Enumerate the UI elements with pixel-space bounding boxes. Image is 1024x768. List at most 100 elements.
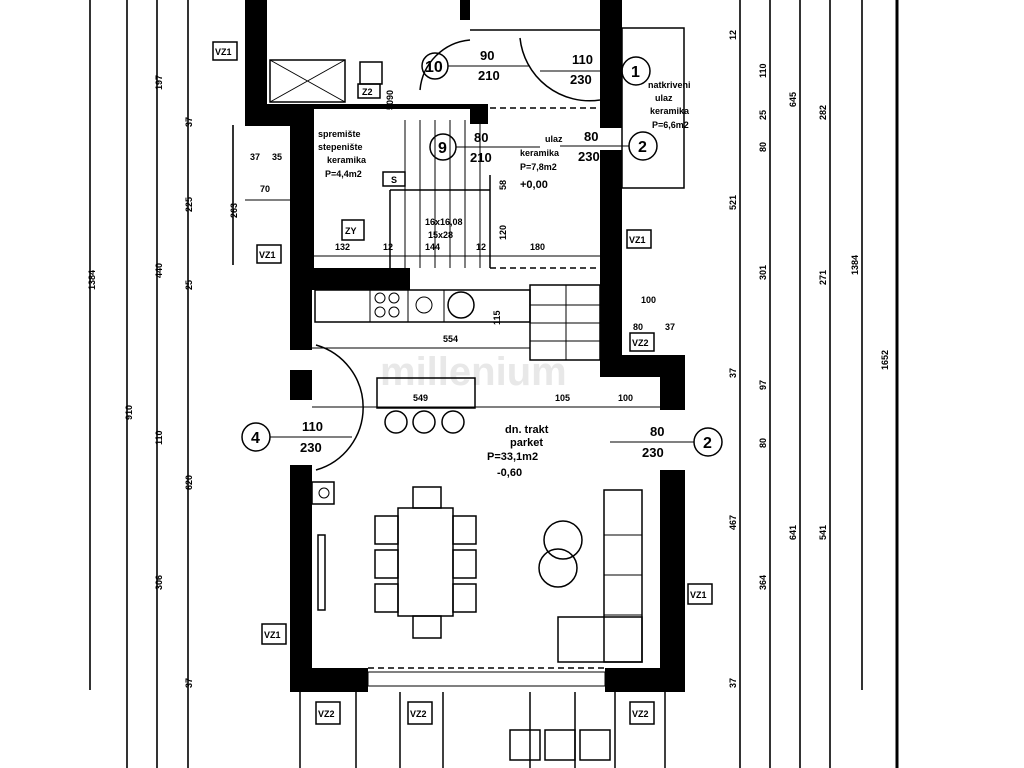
stair-steps-2: 15x28 xyxy=(428,230,453,240)
svg-text:VZ2: VZ2 xyxy=(410,709,427,719)
svg-text:4: 4 xyxy=(251,430,260,447)
svg-text:37: 37 xyxy=(665,322,675,332)
svg-text:80: 80 xyxy=(758,142,768,152)
svg-text:225: 225 xyxy=(184,197,194,212)
svg-text:P=7,8m2: P=7,8m2 xyxy=(520,162,557,172)
svg-text:180: 180 xyxy=(530,242,545,252)
svg-text:80: 80 xyxy=(584,129,598,144)
svg-text:549: 549 xyxy=(413,393,428,403)
svg-text:110: 110 xyxy=(302,419,323,434)
svg-text:P=6,6m2: P=6,6m2 xyxy=(652,120,689,130)
dimensions-right: 12 521 37 467 37 110 25 80 301 97 80 364… xyxy=(728,0,890,768)
svg-text:dn. trakt: dn. trakt xyxy=(505,424,549,436)
svg-text:50: 50 xyxy=(385,100,395,110)
svg-text:115: 115 xyxy=(492,310,502,325)
svg-text:100: 100 xyxy=(641,295,656,305)
svg-text:P=33,1m2: P=33,1m2 xyxy=(487,451,538,463)
svg-text:keramika: keramika xyxy=(327,155,367,165)
svg-text:2: 2 xyxy=(703,435,712,452)
svg-text:230: 230 xyxy=(578,149,600,164)
svg-text:spremište: spremište xyxy=(318,129,361,139)
svg-text:301: 301 xyxy=(758,265,768,280)
svg-text:25: 25 xyxy=(184,280,194,290)
svg-text:35: 35 xyxy=(272,152,282,162)
stair-steps-1: 16x16,08 xyxy=(425,217,463,227)
watermark: millenium xyxy=(380,350,567,394)
svg-text:132: 132 xyxy=(335,242,350,252)
svg-text:parket: parket xyxy=(510,437,543,449)
svg-text:364: 364 xyxy=(758,575,768,590)
svg-text:541: 541 xyxy=(818,525,828,540)
svg-text:9: 9 xyxy=(438,140,447,157)
room-label-entrance: ulaz keramika P=7,8m2 +0,00 xyxy=(520,134,563,191)
svg-text:620: 620 xyxy=(184,475,194,490)
marker-vz1: VZ1 VZ1 VZ1 VZ1 VZ1 xyxy=(212,41,713,645)
svg-text:+0,00: +0,00 xyxy=(520,179,548,191)
door-tag-4: 4 110 230 xyxy=(241,419,352,455)
svg-text:110: 110 xyxy=(758,63,768,78)
svg-text:70: 70 xyxy=(260,184,270,194)
walls xyxy=(245,0,685,692)
svg-text:S: S xyxy=(391,175,397,185)
svg-text:1384: 1384 xyxy=(850,255,860,275)
svg-text:197: 197 xyxy=(154,75,164,90)
marker-other: ZY Z2 S xyxy=(341,83,406,241)
svg-text:stepenište: stepenište xyxy=(318,142,363,152)
svg-text:ulaz: ulaz xyxy=(655,93,673,103)
svg-text:VZ1: VZ1 xyxy=(215,47,232,57)
svg-text:12: 12 xyxy=(383,242,393,252)
svg-text:210: 210 xyxy=(470,150,492,165)
svg-text:110: 110 xyxy=(154,430,164,445)
svg-text:90: 90 xyxy=(480,48,494,63)
svg-text:12: 12 xyxy=(476,242,486,252)
svg-text:80: 80 xyxy=(474,130,488,145)
svg-text:12: 12 xyxy=(728,30,738,40)
svg-text:VZ1: VZ1 xyxy=(690,590,707,600)
svg-text:306: 306 xyxy=(154,575,164,590)
svg-text:keramika: keramika xyxy=(650,106,690,116)
svg-text:90: 90 xyxy=(385,90,395,100)
svg-text:25: 25 xyxy=(758,110,768,120)
svg-text:230: 230 xyxy=(300,440,322,455)
svg-text:521: 521 xyxy=(728,195,738,210)
svg-text:natkriveni: natkriveni xyxy=(648,80,691,90)
svg-text:37: 37 xyxy=(728,368,738,378)
door-tag-2-upper: 2 80 230 xyxy=(560,129,658,164)
dimensions-inner: 37 35 70 132 12 144 12 120 180 58 90 50 … xyxy=(245,90,675,408)
svg-text:910: 910 xyxy=(124,405,134,420)
svg-text:1652: 1652 xyxy=(880,350,890,370)
svg-text:271: 271 xyxy=(818,270,828,285)
svg-text:230: 230 xyxy=(642,445,664,460)
svg-text:ulaz: ulaz xyxy=(545,134,563,144)
svg-text:VZ2: VZ2 xyxy=(632,709,649,719)
svg-text:1384: 1384 xyxy=(87,270,97,290)
svg-text:2: 2 xyxy=(638,139,647,156)
svg-text:554: 554 xyxy=(443,334,458,344)
svg-text:80: 80 xyxy=(650,424,664,439)
svg-text:keramika: keramika xyxy=(520,148,560,158)
svg-text:97: 97 xyxy=(758,380,768,390)
door-tag-9: 9 80 210 xyxy=(429,130,540,165)
svg-text:210: 210 xyxy=(478,68,500,83)
svg-text:645: 645 xyxy=(788,92,798,107)
svg-text:105: 105 xyxy=(555,393,570,403)
svg-text:P=4,4m2: P=4,4m2 xyxy=(325,169,362,179)
svg-text:VZ2: VZ2 xyxy=(318,709,335,719)
fixtures xyxy=(269,0,899,768)
svg-text:37: 37 xyxy=(250,152,260,162)
marker-vz2: VZ2 VZ2 VZ2 VZ2 xyxy=(315,332,655,725)
door-tag-10: 10 90 210 xyxy=(421,48,530,83)
svg-text:VZ1: VZ1 xyxy=(264,630,281,640)
svg-text:37: 37 xyxy=(184,678,194,688)
svg-text:VZ1: VZ1 xyxy=(259,250,276,260)
door-tag-2-lower: 2 80 230 xyxy=(610,424,723,460)
svg-text:80: 80 xyxy=(633,322,643,332)
svg-text:641: 641 xyxy=(788,525,798,540)
svg-text:10: 10 xyxy=(425,59,443,76)
svg-text:80: 80 xyxy=(758,438,768,448)
svg-text:110: 110 xyxy=(572,52,593,67)
svg-text:VZ2: VZ2 xyxy=(632,338,649,348)
svg-text:282: 282 xyxy=(818,105,828,120)
